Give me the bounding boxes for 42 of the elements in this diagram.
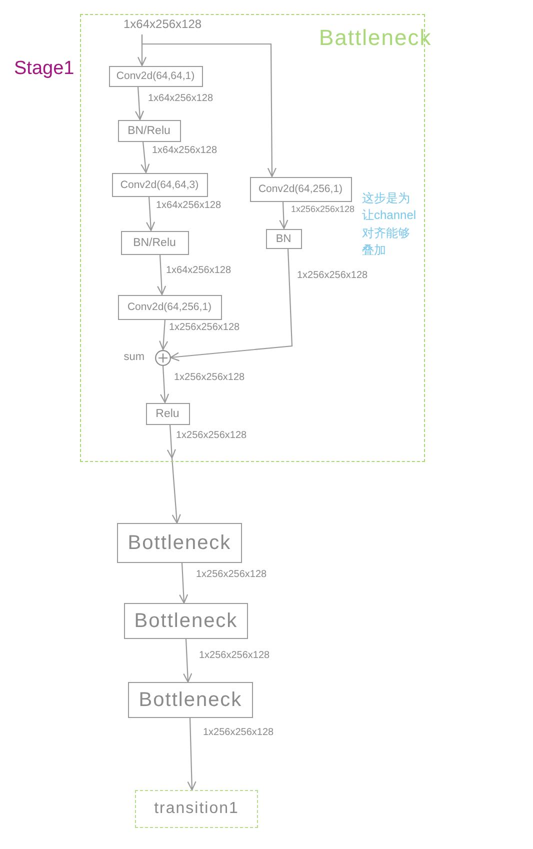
block-box: Bottleneck [124,603,248,639]
process-box: Conv2d(64,64,1) [108,66,202,86]
block-box: Bottleneck [117,523,242,563]
edge-label: 1x64x256x128 [151,145,218,156]
group-title: Battleneck [319,25,432,52]
edge-label: 1x256x256x128 [198,650,271,662]
arrow [157,254,166,296]
edge-label: 1x256x256x128 [195,569,268,580]
arrow [160,365,170,404]
arrow [146,196,156,232]
arrow [179,562,188,604]
arrow [140,141,150,174]
edge-label: 1x64x256x128 [165,265,232,276]
process-box: Conv2d(64,64,3) [112,172,208,196]
block-box: Bottleneck [128,682,253,718]
edge-label: 1x256x256x128 [290,204,356,214]
arrow [183,638,192,683]
process-box: Conv2d(64,256,1) [118,294,222,320]
edge-label: 1x256x256x128 [296,270,369,282]
arrow [134,86,144,120]
tensor-size-text: 1x64x256x128 [124,16,214,34]
arrow [279,201,288,230]
arrow [167,424,181,524]
arrow [159,319,168,350]
process-box: BN [266,228,302,248]
side-label: sum [124,350,144,364]
edge-label: 1x256x256x128 [173,372,246,384]
arrow [187,718,196,791]
process-box: BN/Relu [120,230,188,254]
process-box: Relu [146,402,190,424]
edge-label: 1x64x256x128 [155,200,222,212]
stage-label: Stage1 [14,58,74,80]
arrow [170,248,293,362]
arrow [141,34,276,178]
edge-label: 1x256x256x128 [175,430,248,442]
edge-label: 1x256x256x128 [202,727,275,738]
process-box: BN/Relu [118,120,180,142]
note-text: 这步是为让channel对齐能够叠加 [362,190,418,260]
edge-label: 1x256x256x128 [168,322,241,334]
edge-label: 1x64x256x128 [147,93,214,104]
process-box: Conv2d(64,256,1) [250,176,352,202]
dashed-box: transition1 [135,790,258,828]
